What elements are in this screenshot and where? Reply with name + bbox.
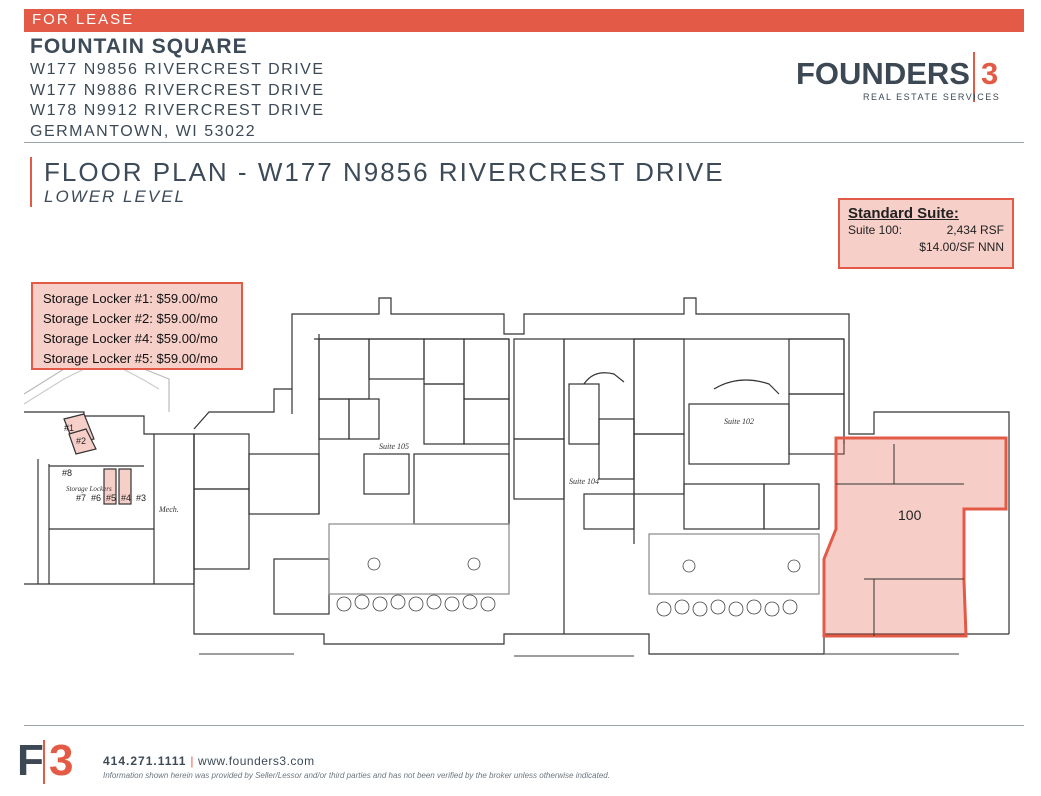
suite-rate: $14.00/SF NNN [919, 240, 1004, 254]
floor-plan-title: FLOOR PLAN - W177 N9856 RIVERCREST DRIVE [44, 157, 725, 187]
storage-locker-price: Storage Locker #2: $59.00/mo [43, 311, 218, 326]
locker-label-4: #4 [121, 493, 131, 503]
website-link[interactable]: www.founders3.com [198, 754, 315, 768]
standard-suite-heading: Standard Suite: [848, 205, 959, 222]
storage-locker-price: Storage Locker #1: $59.00/mo [43, 291, 218, 306]
storage-locker-price: Storage Locker #5: $59.00/mo [43, 351, 218, 366]
suite-rate-row: $14.00/SF NNN [848, 239, 1004, 256]
suite-102-label: Suite 102 [724, 417, 754, 426]
locker-label-7: #7 [76, 493, 86, 503]
banner-label: FOR LEASE [32, 11, 135, 28]
locker-label-8: #8 [62, 468, 72, 478]
phone-number: 414.271.1111 [103, 754, 187, 768]
property-name: FOUNTAIN SQUARE [30, 35, 248, 58]
mech-room-label: Mech. [158, 505, 179, 514]
suite-100-number: 100 [898, 507, 922, 523]
founders3-logo: FOUNDERS 3 REAL ESTATE SERVICES [796, 52, 1011, 104]
city-state-zip: GERMANTOWN, WI 53022 [30, 122, 257, 140]
logo-word: FOUNDERS [796, 56, 970, 91]
logo-tagline: REAL ESTATE SERVICES [863, 92, 1001, 102]
disclaimer-text: Information shown herein was provided by… [103, 771, 610, 780]
suite-rsf: 2,434 RSF [946, 223, 1004, 237]
contact-separator: | [190, 754, 195, 768]
floor-plan-drawing: Suite 105 Suite 104 Suite 102 Mech. Stor… [24, 297, 1010, 657]
contact-line: 414.271.1111|www.founders3.com [103, 754, 315, 768]
suite-104-label: Suite 104 [569, 477, 599, 486]
f3-footer-logo: F 3 [17, 736, 77, 785]
suite-105-label: Suite 105 [379, 442, 409, 451]
address-line: W177 N9886 RIVERCREST DRIVE [30, 81, 325, 99]
floor-plan-subtitle: LOWER LEVEL [44, 187, 186, 206]
locker-label-3: #3 [136, 493, 146, 503]
locker-label-6: #6 [91, 493, 101, 503]
footer-logo-letter: F [17, 736, 44, 785]
header-divider [24, 142, 1024, 143]
footer-logo-divider [43, 740, 45, 784]
locker-label-5: #5 [106, 493, 116, 503]
standard-suite-callout: Standard Suite: Suite 100: 2,434 RSF $14… [838, 198, 1014, 269]
footer-logo-number: 3 [49, 736, 74, 785]
address-line: W178 N9912 RIVERCREST DRIVE [30, 102, 325, 119]
for-lease-banner: FOR LEASE [24, 9, 1024, 32]
suite-name: Suite 100: [848, 223, 903, 237]
storage-lockers-label: Storage Lockers [66, 485, 112, 493]
storage-locker-callout: Storage Locker #1: $59.00/mo Storage Loc… [31, 282, 243, 370]
footer-divider [24, 725, 1024, 726]
locker-label-2: #2 [76, 436, 86, 446]
property-info: FOUNTAIN SQUARE W177 N9856 RIVERCREST DR… [30, 34, 325, 142]
suite-rsf-row: Suite 100: 2,434 RSF [848, 222, 1004, 239]
logo-divider [973, 52, 975, 102]
locker-label-1: #1 [64, 423, 74, 433]
address-line: W177 N9856 RIVERCREST DRIVE [30, 61, 325, 78]
storage-locker-price: Storage Locker #4: $59.00/mo [43, 331, 218, 346]
floor-plan-heading: FLOOR PLAN - W177 N9856 RIVERCREST DRIVE… [30, 157, 725, 207]
logo-number: 3 [981, 56, 999, 91]
